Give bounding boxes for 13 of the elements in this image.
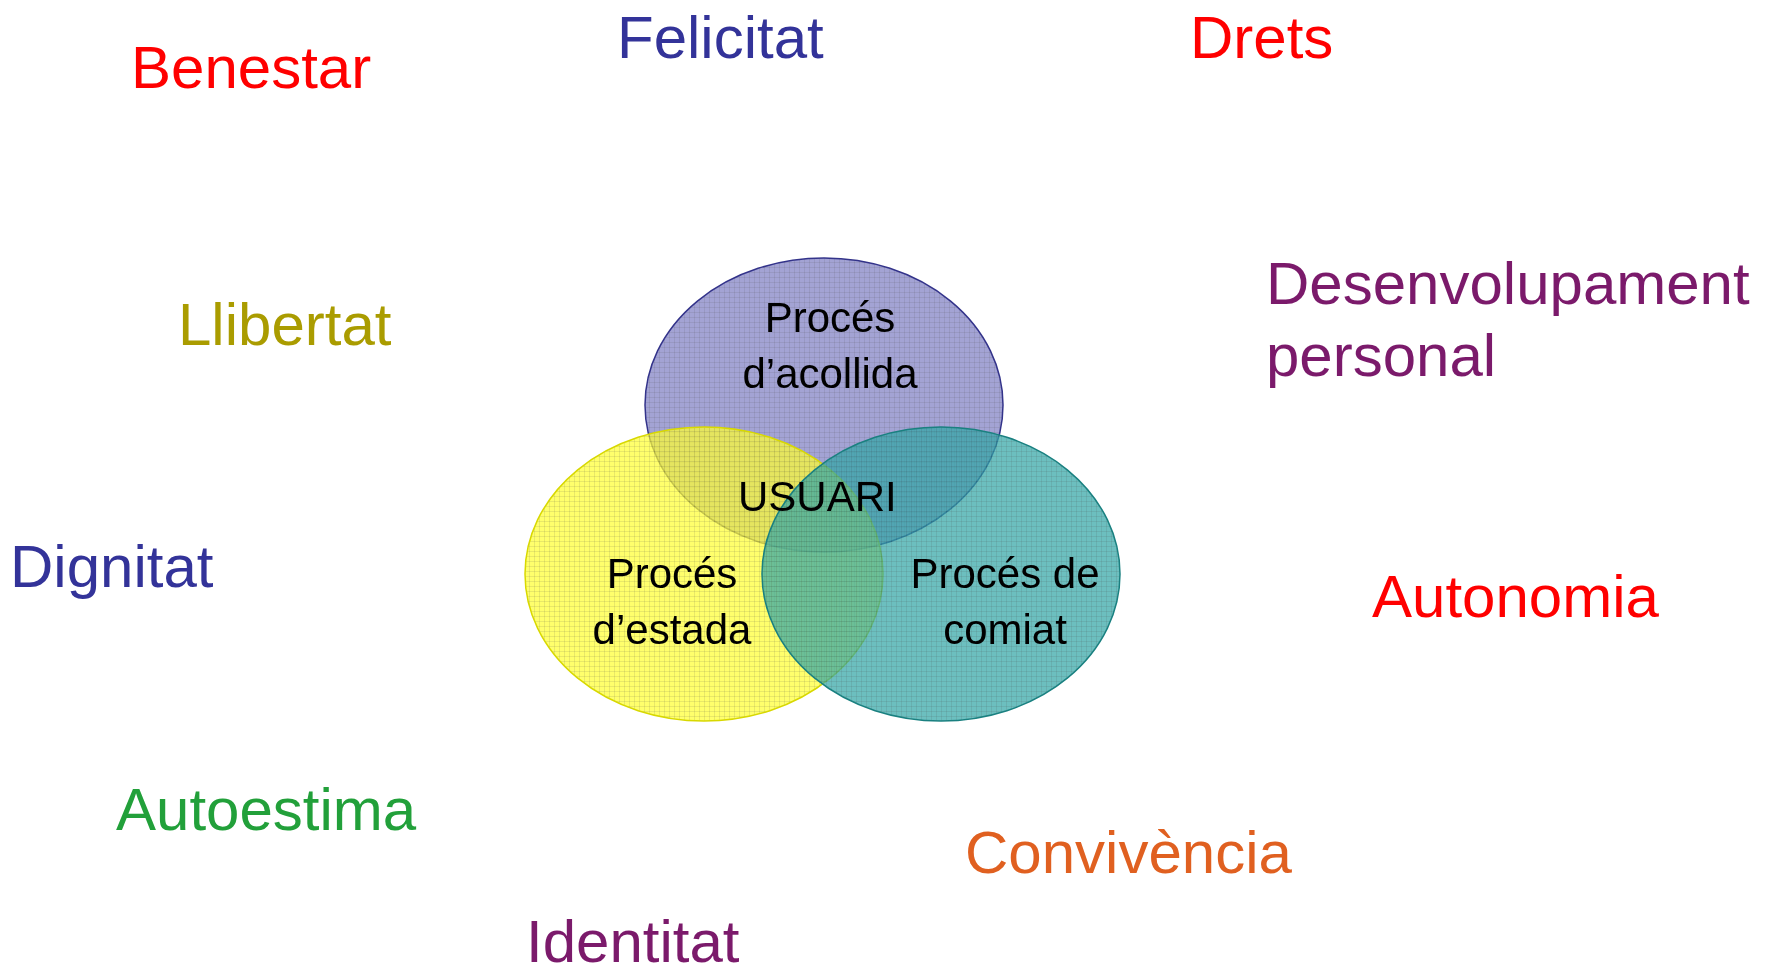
value-word: Dignitat: [10, 532, 214, 602]
value-word: Desenvolupament personal: [1266, 249, 1751, 391]
value-word: Autonomia: [1372, 562, 1659, 632]
value-word: Felicitat: [617, 3, 824, 73]
process-label: Procés d’acollida: [741, 293, 919, 399]
value-word: Convivència: [965, 818, 1292, 888]
value-word: Identitat: [526, 907, 740, 970]
value-word: Benestar: [131, 33, 372, 103]
value-word: Drets: [1190, 3, 1334, 73]
process-label: Procés de comiat: [909, 549, 1101, 655]
value-word: Llibertat: [178, 290, 392, 360]
value-word: Autoestima: [116, 775, 417, 845]
process-label: Procés d’estada: [591, 549, 753, 655]
